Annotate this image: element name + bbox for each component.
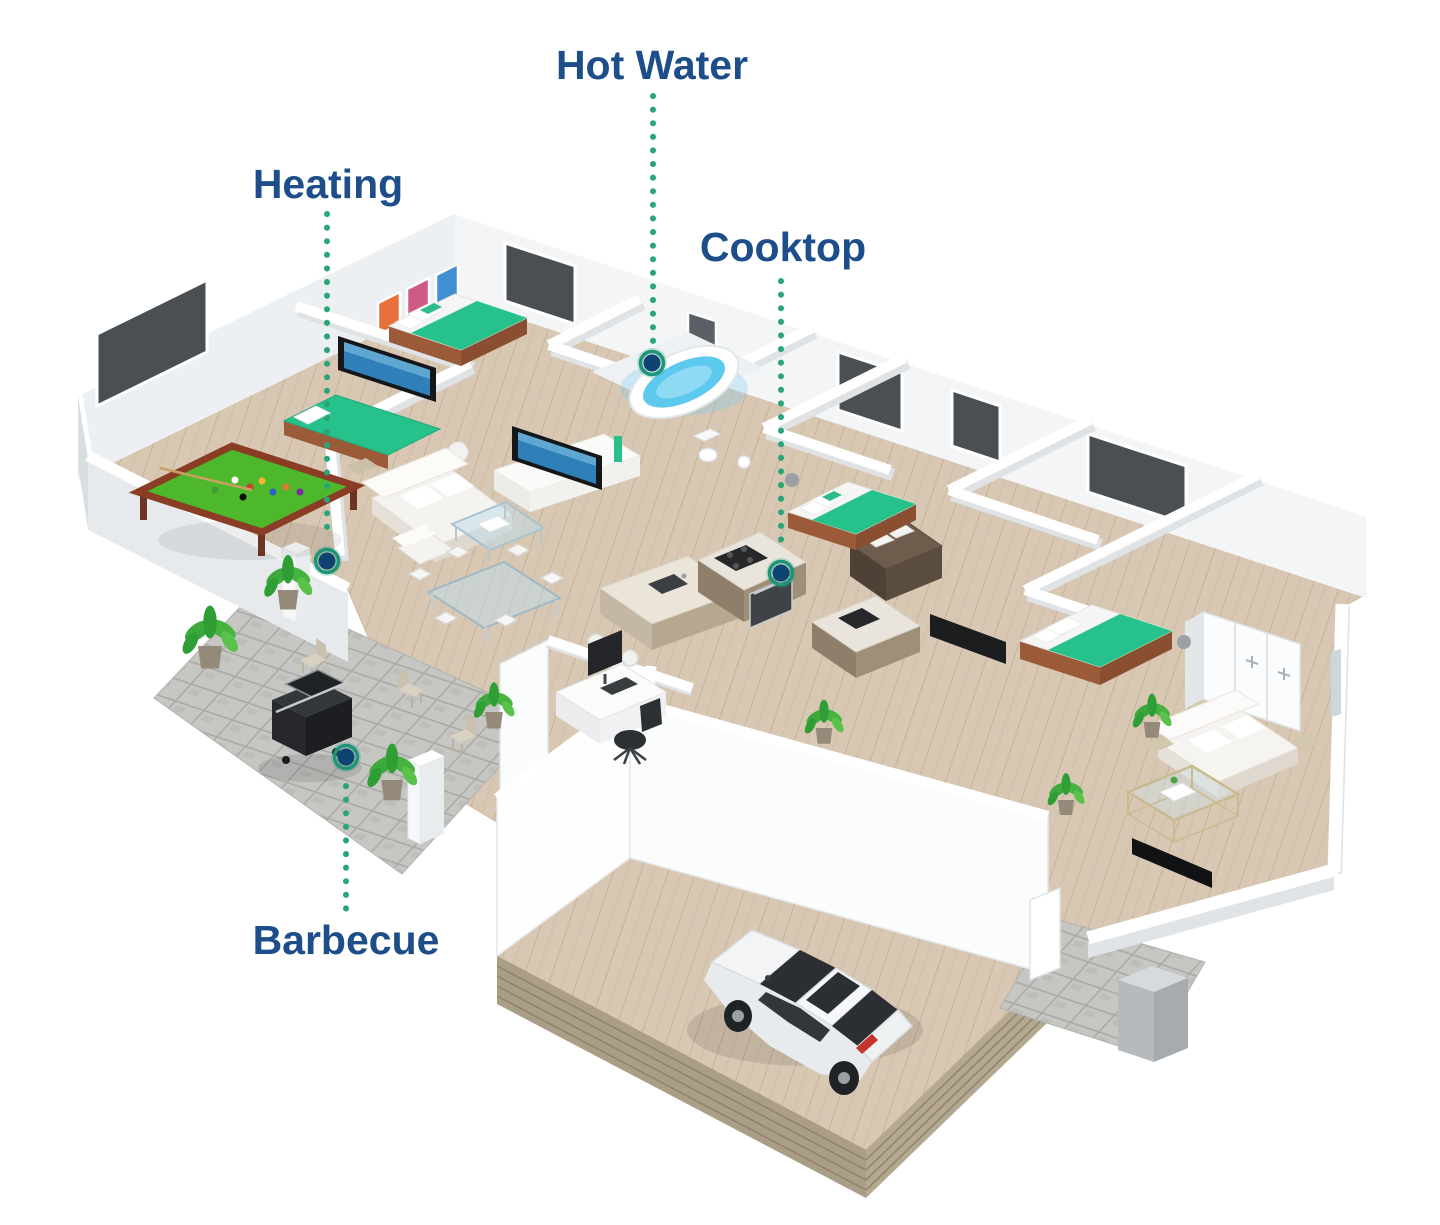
- washbasin: [737, 455, 751, 469]
- heating-label: Heating: [253, 161, 403, 207]
- bedroom-bed-1: [785, 473, 918, 550]
- patio-post: [407, 750, 444, 845]
- garage-walls: [494, 695, 1061, 982]
- dining-chairs: [407, 543, 565, 627]
- pool-table: [128, 442, 366, 560]
- bathroom-vanity: [848, 520, 944, 601]
- office-desk: [554, 630, 668, 744]
- garage-pillar: [1029, 886, 1061, 982]
- wall-tv: [338, 336, 436, 402]
- side-table: [346, 458, 378, 474]
- toilet: [698, 447, 718, 463]
- master-bed: [387, 293, 529, 366]
- bedside-table: [785, 473, 799, 487]
- decor-bottle: [614, 436, 622, 462]
- path-storage-box: [1118, 966, 1188, 1062]
- island-sink: [648, 574, 688, 594]
- lounge-wing-walls: [1086, 603, 1350, 958]
- dining-set: [407, 543, 565, 644]
- living-tv: [512, 426, 622, 490]
- callout-barbecue: Barbecue: [253, 742, 440, 963]
- garage-platform-edge: [496, 956, 1049, 1198]
- billiard-balls: [211, 476, 304, 501]
- back-wall-left-face: [78, 210, 455, 480]
- wall-cap: [73, 393, 93, 459]
- stool: [621, 649, 639, 667]
- barbecue-grill: [258, 669, 362, 782]
- callout-heating: Heating: [253, 161, 403, 576]
- cooktop-label: Cooktop: [700, 224, 866, 270]
- car: [687, 929, 923, 1095]
- callouts: Hot Water Heating Cooktop: [253, 42, 867, 963]
- heating-marker[interactable]: [312, 546, 342, 576]
- side-mirror: [765, 975, 771, 981]
- bedroom-bed-2: [1018, 604, 1191, 685]
- callout-hot-water: Hot Water: [556, 42, 748, 378]
- window-slit: [1331, 649, 1341, 717]
- barbecue-label: Barbecue: [253, 917, 440, 963]
- lounge-coffee-table: [1125, 764, 1241, 843]
- living-coffee-table: [449, 500, 547, 562]
- window: [95, 277, 209, 409]
- barbecue-marker[interactable]: [331, 742, 361, 772]
- cue-stick: [159, 466, 253, 492]
- computer-monitor: [588, 630, 622, 676]
- callout-cooktop: Cooktop: [700, 224, 866, 588]
- bedside-table: [1177, 635, 1191, 649]
- hot-water-label: Hot Water: [556, 42, 748, 88]
- bedroom-tv-panel: [930, 614, 1006, 664]
- lounge-front-wall-face: [1088, 874, 1334, 958]
- lounge-tv: [1132, 838, 1212, 888]
- wall-cap: [450, 202, 1372, 518]
- taillight: [856, 1034, 878, 1054]
- cooktop: [714, 545, 768, 571]
- window: [1086, 431, 1188, 527]
- window: [503, 240, 577, 327]
- hot-water-marker[interactable]: [637, 348, 667, 378]
- office-chair: [613, 698, 662, 765]
- cooktop-marker[interactable]: [766, 558, 796, 588]
- second-counter: [810, 595, 922, 678]
- faucet: [681, 573, 687, 579]
- single-bed: [282, 394, 442, 469]
- oven: [749, 574, 793, 630]
- front-walls: [78, 396, 444, 845]
- lounge-sofa: [1142, 689, 1322, 798]
- back-walls: [71, 201, 1372, 598]
- keyboard: [600, 677, 638, 695]
